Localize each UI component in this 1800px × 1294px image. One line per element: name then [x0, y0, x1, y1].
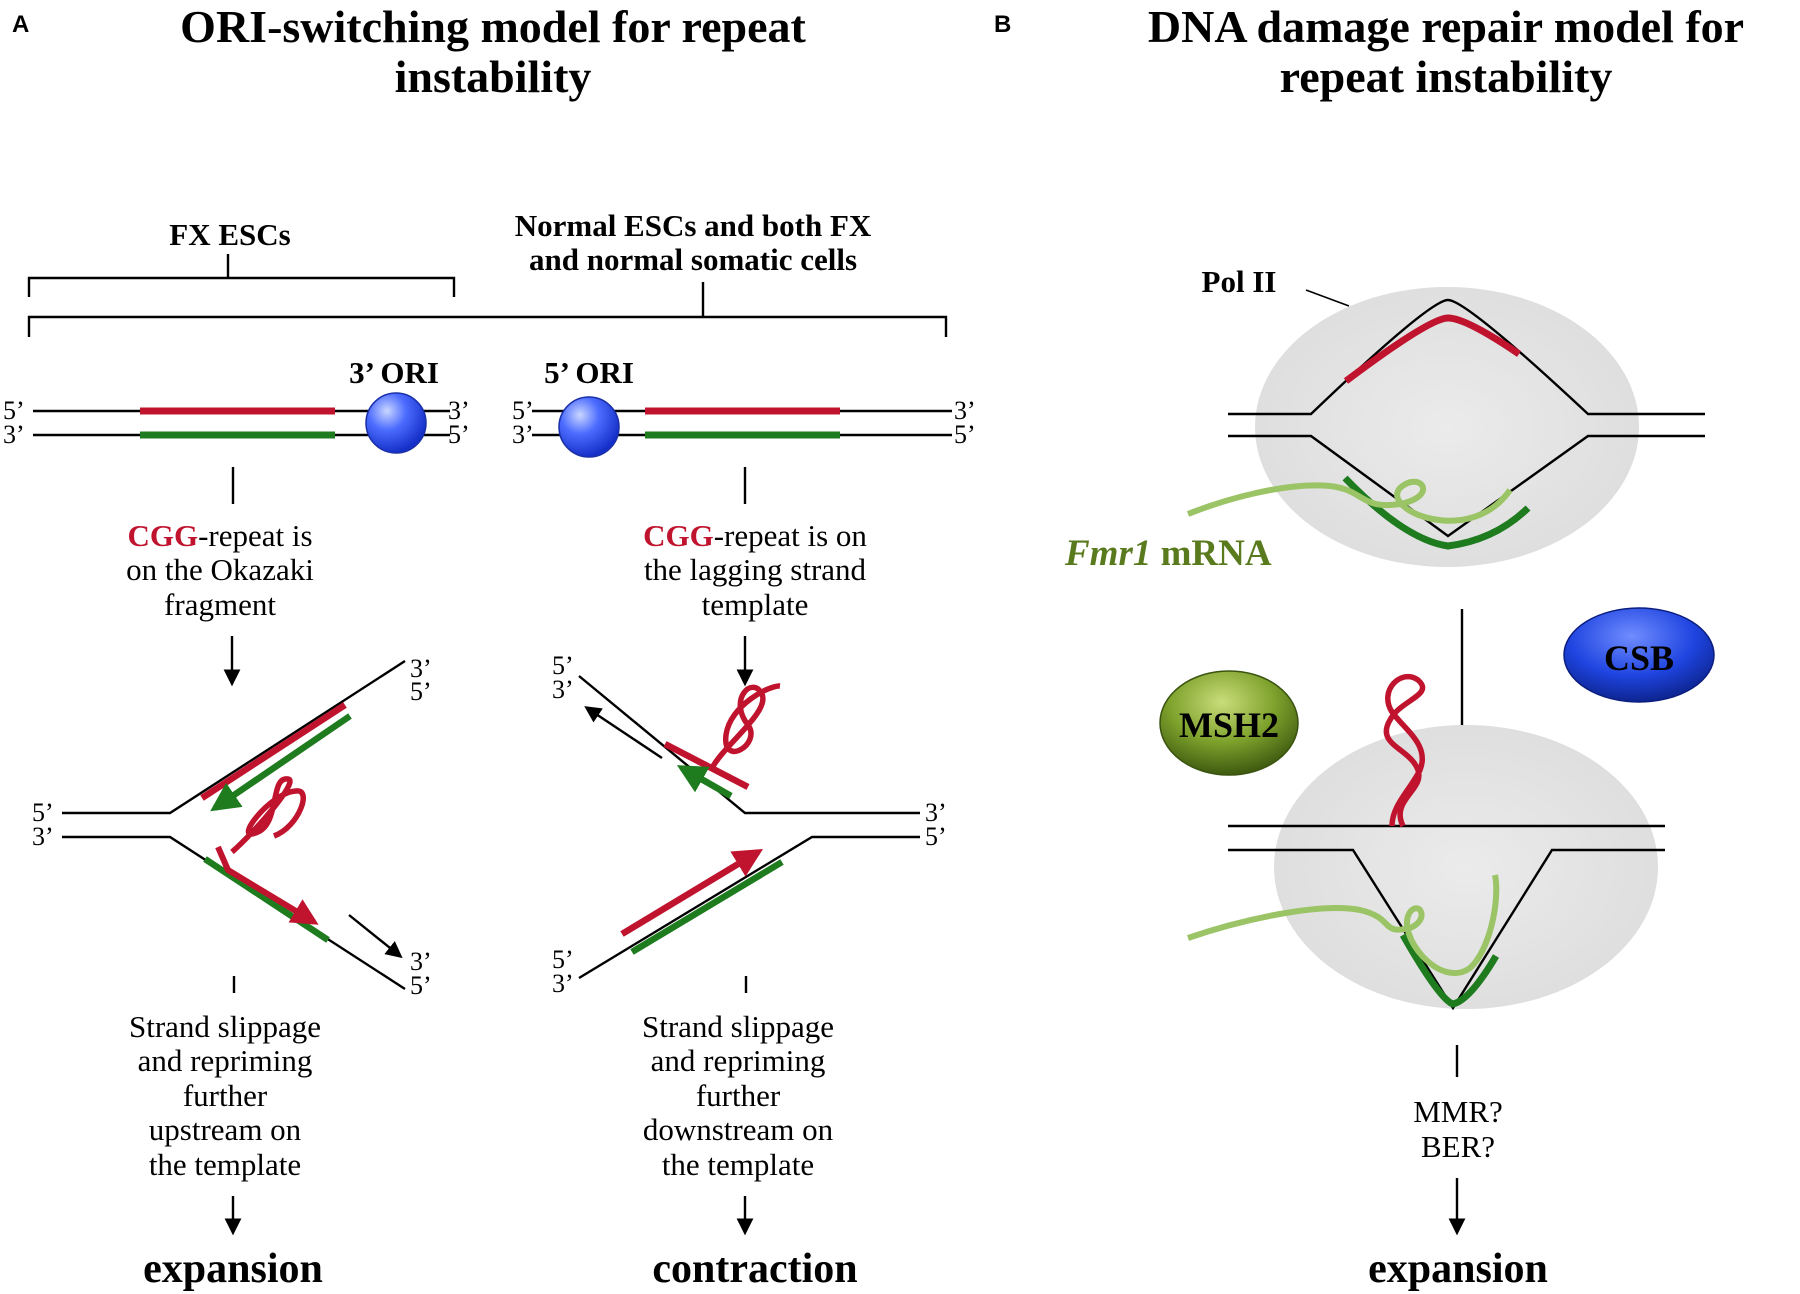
pol-ii-label: Pol II: [1202, 264, 1277, 299]
end-label: 5’: [954, 420, 976, 449]
end-label: 3’: [448, 396, 470, 425]
repair-bubble: [1274, 725, 1658, 1009]
right-mechanism-line: the template: [662, 1147, 814, 1182]
panel-b-title-line1: DNA damage repair model for: [1148, 1, 1744, 52]
pol-ii-bubble: [1255, 287, 1639, 567]
left-mechanism-line: and repriming: [138, 1043, 313, 1078]
right-description-line3: template: [702, 587, 809, 622]
end-label: 5’: [925, 822, 947, 851]
end-label: 5’: [512, 396, 534, 425]
left-mechanism-line: Strand slippage: [129, 1009, 321, 1044]
pathway-mmr: MMR?: [1413, 1094, 1503, 1129]
panel-a-title-line1: ORI-switching model for repeat: [180, 1, 806, 52]
end-label: 5’: [3, 396, 25, 425]
end-label: 3’: [32, 822, 54, 851]
end-label: 5’: [32, 798, 54, 827]
left-mechanism-line: upstream on: [149, 1112, 302, 1147]
end-label: 3’: [552, 969, 574, 998]
panel-a-title-line2: instability: [395, 51, 592, 102]
panel-a-label: A: [12, 11, 29, 38]
left-ori-label: 3’ ORI: [349, 355, 439, 390]
panel-b-title-line2: repeat instability: [1280, 51, 1613, 102]
right-description-line1: CGG-repeat is on: [643, 518, 867, 553]
bracket-fx-escs: [27, 254, 456, 297]
lower-repair-dna: [1187, 673, 1665, 1011]
group-fx-escs-label: FX ESCs: [169, 217, 290, 252]
left-mechanism-line: further: [183, 1078, 268, 1113]
end-label: 3’: [954, 396, 976, 425]
msh2-protein: [1159, 670, 1299, 776]
right-mechanism-line: downstream on: [643, 1112, 834, 1147]
ori-circle-3prime: [365, 392, 427, 454]
end-label: 3’: [410, 947, 432, 976]
left-description-line2: on the Okazaki: [126, 552, 314, 587]
group-normal-label-line2: and normal somatic cells: [529, 242, 857, 277]
left-outcome: expansion: [143, 1246, 323, 1292]
right-outcome: contraction: [652, 1246, 857, 1292]
end-label: 5’: [448, 420, 470, 449]
pathway-ber: BER?: [1421, 1129, 1495, 1164]
end-label: 3’: [925, 798, 947, 827]
end-label: 3’: [410, 654, 432, 683]
right-description-line2: the lagging strand: [644, 552, 867, 587]
left-replication-fork: [62, 659, 406, 991]
left-mechanism-line: the template: [149, 1147, 301, 1182]
right-mechanism-line: and repriming: [651, 1043, 826, 1078]
right-ori-label: 5’ ORI: [544, 355, 634, 390]
msh2-label: MSH2: [1179, 705, 1279, 745]
panel-b-outcome: expansion: [1368, 1246, 1548, 1292]
left-description-line3: fragment: [164, 587, 276, 622]
end-label: 5’: [410, 677, 432, 706]
right-mechanism-line: Strand slippage: [642, 1009, 834, 1044]
fmr1-mrna-label: Fmr1 mRNA: [1064, 533, 1272, 574]
left-description-line1: CGG-repeat is: [127, 518, 312, 553]
end-label: 5’: [552, 651, 574, 680]
right-replication-fork: [578, 675, 920, 980]
end-label: 3’: [512, 420, 534, 449]
end-label: 5’: [552, 945, 574, 974]
bracket-normal-cells: [27, 282, 948, 337]
ori-circle-5prime: [558, 396, 620, 458]
group-normal-label-line1: Normal ESCs and both FX: [515, 208, 872, 243]
end-label: 5’: [410, 971, 432, 1000]
end-label: 3’: [552, 675, 574, 704]
end-label: 3’: [3, 420, 25, 449]
top-transcription-dna: [1186, 298, 1705, 550]
right-mechanism-line: further: [696, 1078, 781, 1113]
csb-label: CSB: [1604, 638, 1674, 678]
panel-b-label: B: [994, 11, 1011, 38]
csb-protein: [1563, 607, 1715, 703]
pol-ii-pointer: [1305, 289, 1350, 307]
